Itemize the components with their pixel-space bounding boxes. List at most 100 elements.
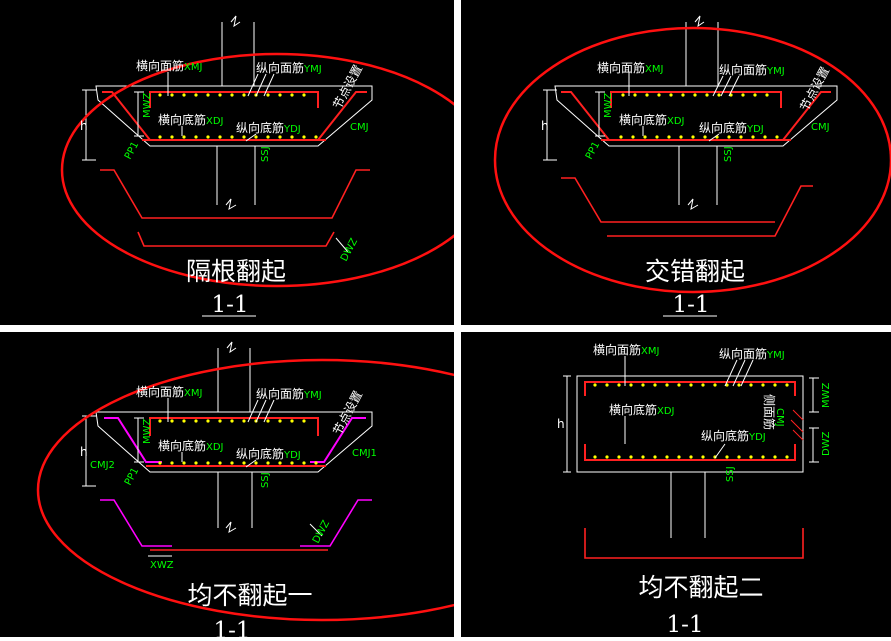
label-horiz-bot: 横向底筋: [158, 112, 206, 127]
label-note: 节点设置: [330, 62, 365, 111]
exploded-bar-1: [100, 169, 370, 219]
code-ssj: SSJ: [260, 472, 271, 488]
break-symbol: [230, 15, 241, 28]
code-horiz-bot: XDJ: [206, 442, 224, 453]
break-symbol-pile: [225, 521, 237, 533]
panel-staggered-bend: 横向面筋 XMJ 纵向面筋 YMJ 横向底筋 XDJ 纵向底筋 YDJ 节点设置…: [461, 0, 891, 325]
label-long-bot: 纵向底筋: [701, 428, 749, 443]
label-horiz-bot: 横向底筋: [619, 112, 667, 127]
exploded-bottom-bar: [584, 528, 804, 559]
section-label: 1-1: [672, 292, 709, 318]
exploded-bar-2: [607, 185, 813, 237]
panel-no-bend-1: 横向面筋 XMJ 纵向面筋 YMJ 横向底筋 XDJ 纵向底筋 YDJ 节点设置…: [0, 332, 608, 641]
label-long-top: 纵向面筋: [719, 346, 767, 361]
break-symbol-pile: [687, 198, 699, 210]
top-rebar: [610, 91, 782, 108]
code-xwz: XWZ: [150, 560, 174, 571]
leader-lines: [167, 72, 275, 142]
panel-title: 交错翻起: [645, 257, 745, 286]
exploded-side-right: [300, 499, 372, 547]
pile-cap-outline: [95, 85, 373, 147]
code-pp: PP1: [584, 140, 602, 161]
panel-title: 均不翻起一: [187, 581, 312, 610]
label-depth: h: [541, 119, 549, 133]
label-note: 节点设置: [797, 64, 832, 113]
leader-lines: [628, 72, 740, 142]
section-label: 1-1: [213, 618, 250, 637]
label-note: 节点设置: [330, 388, 365, 437]
rebar-dots-top: [158, 93, 318, 139]
top-rebar: [584, 381, 796, 396]
code-pp: PP1: [123, 466, 141, 487]
dimension-h: [543, 89, 557, 161]
label-long-top: 纵向面筋: [256, 60, 304, 75]
code-horiz-bot: XDJ: [667, 116, 685, 127]
top-rebar: [149, 91, 319, 108]
code-long-bot: YDJ: [283, 124, 301, 135]
pile-cap-outline: [95, 411, 373, 473]
label-horiz-bot: 横向底筋: [609, 402, 657, 417]
rebar-dots: [158, 419, 318, 465]
code-dwz: DWZ: [339, 237, 360, 264]
panel-title: 隔根翻起: [186, 257, 286, 286]
label-long-bot: 纵向底筋: [236, 120, 284, 135]
pile-outline: [217, 472, 253, 528]
bent-rebar-right: [317, 91, 367, 141]
label-horiz-bot: 横向底筋: [158, 438, 206, 453]
panel-title: 均不翻起二: [638, 573, 763, 602]
label-depth: h: [80, 119, 88, 133]
bent-rebar-left: [561, 91, 610, 141]
bent-rebar-right: [782, 91, 831, 141]
code-long-top: YMJ: [766, 66, 785, 77]
dimension-mwz-dwz: [809, 377, 819, 463]
rebar-dots: [593, 383, 789, 459]
code-horiz-top: XMJ: [184, 62, 202, 73]
code-ssj: SSJ: [725, 466, 736, 482]
exploded-side-left: [100, 499, 172, 547]
bottom-rebar: [584, 444, 796, 461]
highlight-ellipse: [493, 26, 891, 294]
section-label: 1-1: [666, 612, 703, 637]
label-long-top: 纵向面筋: [256, 386, 304, 401]
code-cmj2: CMJ2: [90, 460, 115, 471]
break-symbol: [694, 15, 705, 28]
section-label: 1-1: [211, 292, 248, 318]
label-long-bot: 纵向底筋: [236, 446, 284, 461]
panel-alternate-bend: 横向面筋 XMJ 纵向面筋 YMJ 横向底筋 XDJ 纵向底筋 YDJ 节点设置…: [0, 0, 494, 325]
code-horiz-bot: XDJ: [657, 406, 675, 417]
code-ssj: SSJ: [723, 146, 734, 162]
pile-outline: [670, 472, 706, 538]
side-rebar-left: [104, 417, 162, 463]
column-outline: [217, 348, 251, 412]
code-pp: PP1: [123, 140, 141, 161]
highlight-ellipse: [60, 52, 494, 288]
label-depth: h: [557, 417, 565, 431]
code-dwz: DWZ: [311, 519, 332, 546]
exploded-bar-2: [137, 231, 335, 247]
dimension-mwz: [134, 417, 144, 463]
section-drawing-4: 横向面筋 XMJ 纵向面筋 YMJ 横向底筋 XDJ 纵向底筋 YDJ 侧面筋 …: [557, 342, 832, 638]
dim-dwz: [335, 237, 349, 253]
code-horiz-top: XMJ: [641, 346, 659, 357]
label-horiz-top: 横向面筋: [593, 342, 641, 357]
code-mwz: MWZ: [142, 418, 153, 444]
break-symbol: [226, 341, 237, 354]
label-horiz-top: 横向面筋: [136, 58, 184, 73]
column-outline: [685, 22, 719, 86]
code-side: CMJ: [774, 408, 785, 427]
code-long-top: YMJ: [303, 390, 322, 401]
panel-no-bend-2: 横向面筋 XMJ 纵向面筋 YMJ 横向底筋 XDJ 纵向底筋 YDJ 侧面筋 …: [461, 332, 891, 638]
exploded-bar-1: [561, 177, 775, 223]
leader-lines: [167, 398, 275, 468]
code-horiz-top: XMJ: [184, 388, 202, 399]
code-mwz: MWZ: [142, 92, 153, 118]
code-long-bot: YDJ: [748, 432, 766, 443]
pile-cap-outline: [576, 375, 804, 473]
bent-rebar-left: [102, 91, 151, 141]
section-drawing-2: 横向面筋 XMJ 纵向面筋 YMJ 横向底筋 XDJ 纵向底筋 YDJ 节点设置…: [493, 15, 891, 318]
pile-outline: [678, 146, 718, 205]
code-long-bot: YDJ: [283, 450, 301, 461]
break-symbol-pile: [225, 198, 237, 210]
code-long-top: YMJ: [303, 64, 322, 75]
code-mwz: MWZ: [603, 92, 614, 118]
